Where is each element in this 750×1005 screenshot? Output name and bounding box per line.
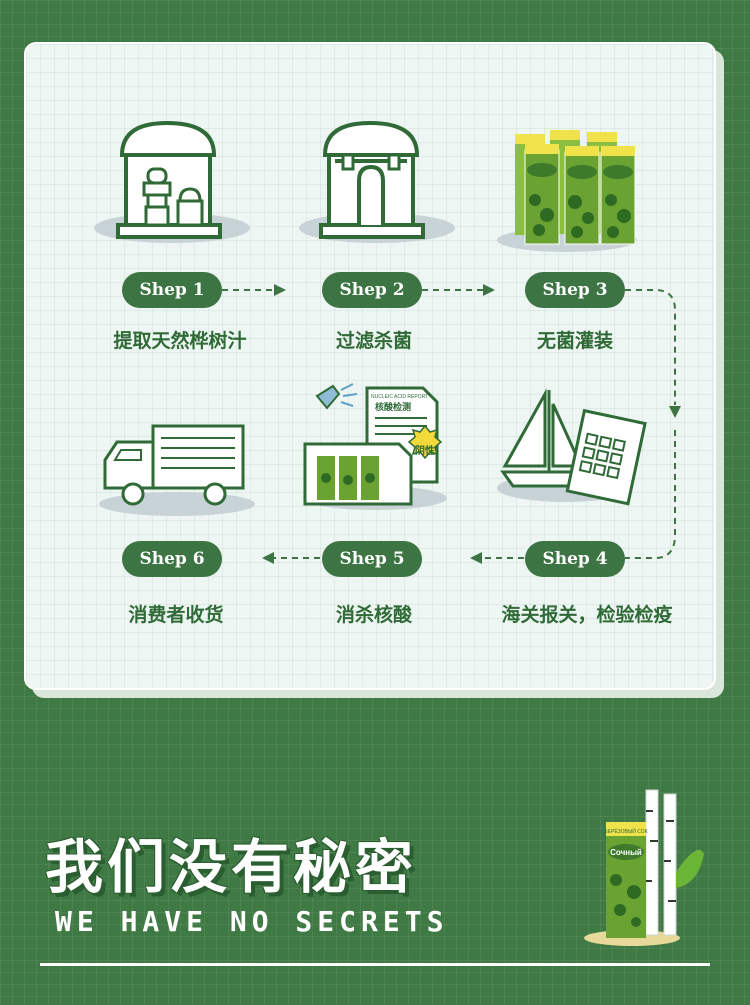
main-title-chinese: 我们没有秘密 bbox=[45, 833, 418, 901]
delivery-truck-illustration bbox=[99, 424, 255, 516]
step-4-caption: 海关报关，检验检疫 bbox=[501, 604, 673, 626]
report-title-text: 核酸检测 bbox=[375, 401, 411, 413]
disinfection-report-illustration: NUCLEIC ACID REPORT 核酸检测 阴性 bbox=[303, 383, 447, 510]
step-5-pill: Shep 5 bbox=[322, 541, 422, 577]
report-header-text: NUCLEIC ACID REPORT bbox=[371, 394, 428, 400]
step-6-caption: 消费者收货 bbox=[128, 604, 224, 626]
step-2-pill: Shep 2 bbox=[322, 272, 422, 308]
negative-badge-text: 阴性 bbox=[415, 444, 435, 457]
divider bbox=[40, 963, 710, 966]
step-1-pill: Shep 1 bbox=[122, 272, 222, 308]
step-3-caption: 无菌灌装 bbox=[536, 330, 613, 352]
carton-brand-text: Сочный bbox=[610, 848, 642, 857]
step-6-pill: Shep 6 bbox=[122, 541, 222, 577]
birch-juice-decoration: БЕРЁЗОВЫЙ СОК Сочный bbox=[584, 789, 704, 946]
extraction-building-illustration bbox=[94, 120, 250, 243]
step-3-pill: Shep 3 bbox=[525, 272, 625, 308]
main-title-english: WE HAVE NO SECRETS bbox=[55, 905, 449, 938]
carton-subtitle-text: БЕРЁЗОВЫЙ СОК bbox=[604, 827, 647, 835]
step-1-caption: 提取天然桦树汁 bbox=[113, 330, 247, 352]
step-4-pill: Shep 4 bbox=[525, 541, 625, 577]
customs-ship-illustration bbox=[497, 388, 647, 506]
step-5-caption: 消杀核酸 bbox=[335, 604, 412, 626]
step-2-caption: 过滤杀菌 bbox=[335, 330, 412, 352]
filter-building-illustration bbox=[299, 120, 455, 243]
juice-cartons-illustration bbox=[497, 130, 637, 252]
